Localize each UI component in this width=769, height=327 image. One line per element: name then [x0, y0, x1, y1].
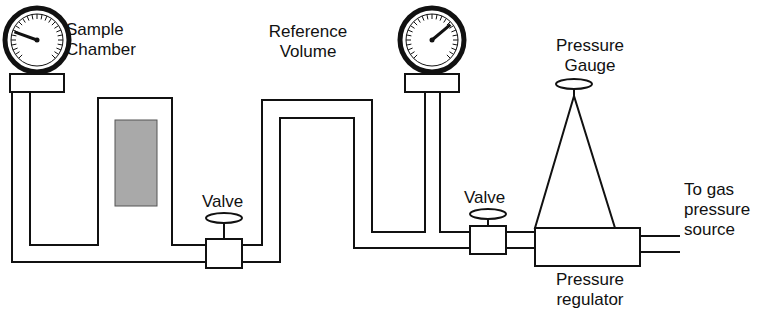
source-label: To gas pressure source: [684, 180, 766, 240]
pressure-regulator: [535, 79, 640, 266]
pressure-gauge-dial: [5, 8, 69, 92]
regulator-label: Pressure regulator: [540, 270, 640, 310]
sample: [115, 120, 157, 206]
pipe-inner-wall: [30, 92, 535, 245]
valve-label: Valve: [464, 188, 514, 208]
volume-label: Reference Volume: [258, 22, 358, 62]
pipe-outer-wall: [12, 92, 535, 262]
valve-label: Valve: [202, 192, 252, 212]
gauge-label: Pressure Gauge: [540, 36, 640, 76]
chamber-label: Sample Chamber: [66, 20, 146, 60]
pressure-gauge-dial: [400, 8, 464, 92]
gas-inlet-pipe: [640, 236, 680, 252]
valve-symbol: [470, 209, 506, 254]
valve-symbol: [206, 213, 242, 268]
